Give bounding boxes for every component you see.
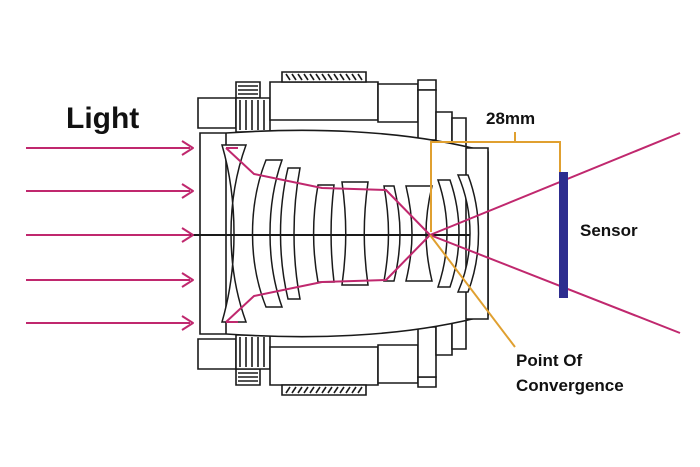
convergence-label-line1: Point Of	[516, 351, 582, 370]
arrow-right-icon	[26, 183, 194, 199]
focal-distance-bracket	[430, 132, 561, 232]
lens-element-3	[279, 167, 301, 300]
arrow-right-icon	[26, 272, 194, 288]
focus-ring-grip-bottom	[238, 337, 363, 394]
lens-element-5	[341, 181, 369, 286]
light-rays-internal	[225, 147, 431, 323]
lens-element-4	[312, 184, 335, 283]
sensor-label: Sensor	[580, 221, 638, 240]
arrow-right-icon	[26, 315, 194, 331]
light-rays-to-sensor	[429, 132, 681, 334]
optical-elements	[221, 144, 480, 323]
convergence-pointer-line	[429, 234, 516, 348]
distance-label: 28mm	[486, 109, 535, 128]
focus-ring-grip-top	[238, 73, 363, 130]
sensor	[559, 172, 568, 298]
arrow-right-icon	[26, 227, 194, 243]
lens-element-8	[436, 179, 460, 288]
lens-element-2	[251, 159, 284, 308]
lens-element-1	[221, 144, 248, 323]
lens-element-6	[383, 185, 401, 282]
convergence-label-line2: Convergence	[516, 376, 624, 395]
lens-element-9	[456, 174, 480, 293]
light-arrows	[26, 140, 194, 331]
lens-barrel-bottom	[197, 316, 467, 396]
lens-barrel-top	[197, 71, 467, 151]
arrow-right-icon	[26, 140, 194, 156]
lens-element-7	[405, 185, 433, 282]
light-label: Light	[66, 102, 139, 135]
